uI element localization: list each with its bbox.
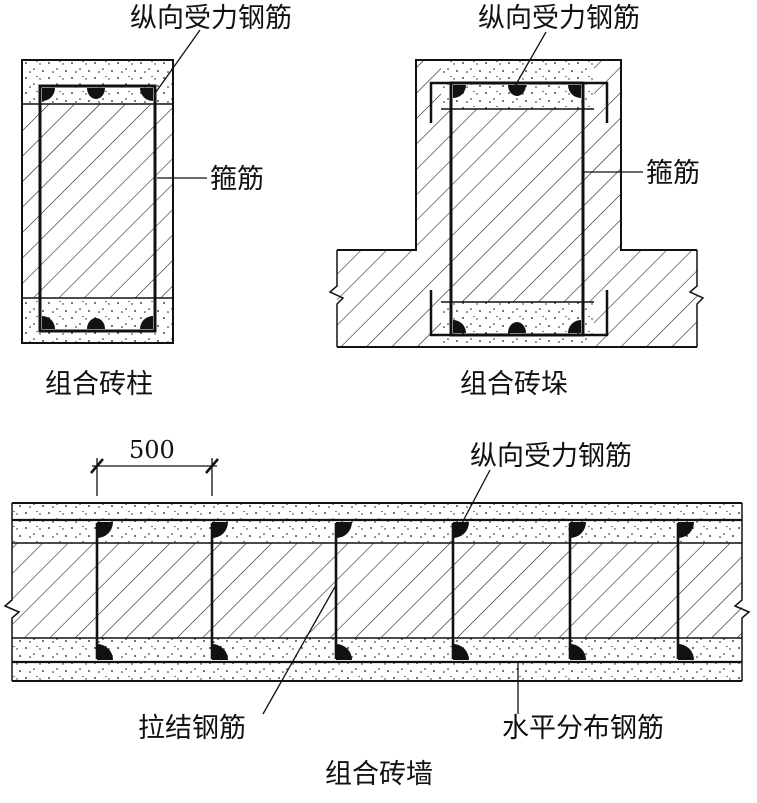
column-bar-bottom-left [42, 316, 55, 329]
wall-bar-bottom [336, 644, 352, 660]
pilaster-bottom-anchor-left [429, 290, 451, 337]
pilaster-top-anchor-right [583, 81, 609, 123]
wall-left-break [3, 503, 21, 681]
wall-tie-bars [95, 523, 680, 659]
pilaster-bar-top-mid [508, 85, 526, 96]
wall-caption: 组合砖墙 [325, 759, 433, 790]
pilaster-bar-bottom-left [453, 320, 466, 333]
wall-leader-tie [262, 584, 337, 715]
column-label-longitudinal: 纵向受力钢筋 [130, 3, 292, 34]
wall-label-tie: 拉结钢筋 [138, 713, 246, 744]
pilaster-right-break [688, 250, 705, 347]
pilaster-section: 纵向受力钢筋 箍筋 组合砖垛 [328, 3, 705, 400]
pilaster-caption: 组合砖垛 [460, 369, 568, 400]
wall-dimension: 500 [90, 436, 219, 496]
wall-bar-top [570, 522, 586, 538]
column-outline [21, 59, 174, 344]
wall-right-break [733, 503, 751, 681]
pilaster-label-stirrup: 箍筋 [646, 158, 700, 189]
wall-bottom-concrete [12, 638, 742, 681]
wall-bar-top [97, 522, 113, 538]
pilaster-left-break [328, 250, 345, 347]
wall-longitudinal-bars [97, 522, 694, 660]
column-stirrup [38, 84, 157, 333]
wall-bar-top [678, 522, 694, 538]
pilaster-bar-top-right [568, 85, 581, 98]
column-label-stirrup: 箍筋 [210, 164, 264, 195]
wall-bar-bottom [97, 644, 113, 660]
wall-bar-top [212, 522, 228, 538]
column-bar-top-right [140, 88, 153, 101]
wall-brick-core [12, 543, 742, 638]
pilaster-top-anchor-left [429, 81, 451, 123]
pilaster-bar-bottom-mid [508, 322, 526, 333]
dimension-tick-left [90, 458, 104, 474]
pilaster-outline [337, 59, 697, 348]
column-section: 纵向受力钢筋 箍筋 组合砖柱 [21, 3, 292, 400]
wall-label-longitudinal: 纵向受力钢筋 [470, 441, 632, 472]
column-brick-core [22, 104, 173, 298]
dimension-tick-right [205, 458, 219, 474]
wall-bar-top [336, 522, 352, 538]
wall-bar-bottom [453, 644, 469, 660]
wall-label-horizontal: 水平分布钢筋 [502, 713, 664, 744]
pilaster-bottom-anchor-right [583, 290, 609, 337]
column-bar-top-mid [87, 88, 105, 99]
pilaster-longitudinal-bars [453, 85, 581, 333]
pilaster-bar-bottom-right [568, 320, 581, 333]
wall-section: 500 纵向受力钢筋 拉结钢筋 水平分布钢筋 组合砖墙 [3, 436, 751, 790]
column-bar-top-left [42, 88, 55, 101]
wall-bar-top [453, 522, 469, 538]
pilaster-leader-longitudinal [514, 31, 547, 87]
pilaster-label-longitudinal: 纵向受力钢筋 [478, 3, 640, 34]
wall-leader-longitudinal [461, 469, 491, 524]
column-leader-longitudinal [155, 29, 201, 93]
column-longitudinal-bars [42, 88, 153, 329]
pilaster-bar-top-left [453, 85, 466, 98]
column-caption: 组合砖柱 [45, 369, 153, 400]
column-bar-bottom-mid [87, 318, 105, 329]
wall-bar-bottom [570, 644, 586, 660]
wall-top-concrete [12, 503, 742, 543]
wall-bar-bottom [212, 644, 228, 660]
dimension-value: 500 [129, 436, 175, 464]
column-bar-bottom-right [140, 316, 153, 329]
pilaster-brick-body [337, 60, 697, 347]
wall-bar-bottom [678, 644, 694, 660]
